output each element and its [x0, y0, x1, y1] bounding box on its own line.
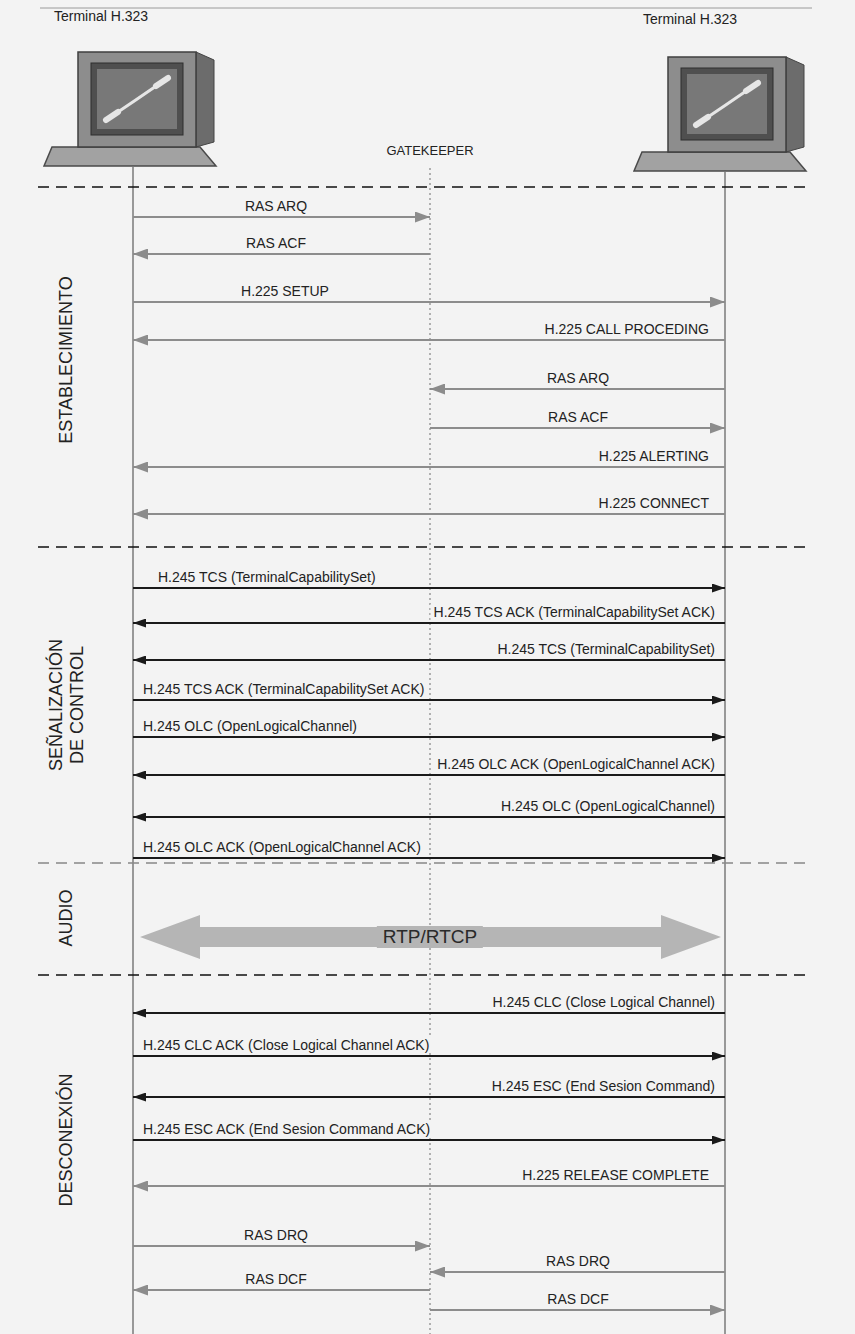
participant-label: Terminal H.323	[54, 8, 224, 25]
message-arrow	[133, 301, 725, 303]
phase-separator	[38, 862, 812, 864]
message-arrow	[133, 466, 725, 468]
message-arrow	[133, 1139, 725, 1141]
message-label: RAS DRQ	[543, 1253, 613, 1269]
message-label: RAS DRQ	[241, 1227, 311, 1243]
message-arrow	[133, 339, 725, 341]
message-label: H.245 OLC ACK (OpenLogicalChannel ACK)	[434, 756, 718, 772]
message-arrow	[430, 1271, 725, 1273]
message-arrow	[133, 736, 725, 738]
phase-label: DESCONEXIÓN	[56, 1040, 77, 1240]
phase-separator	[38, 974, 812, 976]
message-label: H.245 ESC (End Sesion Command)	[489, 1078, 718, 1094]
message-label: H.245 TCS ACK (TerminalCapabilitySet ACK…	[431, 604, 718, 620]
message-arrow	[133, 816, 725, 818]
message-label: RAS ARQ	[242, 198, 310, 214]
message-label: H.245 OLC ACK (OpenLogicalChannel ACK)	[140, 839, 424, 855]
message-label: H.245 TCS (TerminalCapabilitySet)	[494, 641, 718, 657]
message-arrow	[133, 857, 725, 859]
phase-label: AUDIO	[56, 878, 77, 958]
phase-label: ESTABLECIMIENTO	[56, 245, 77, 475]
message-arrow	[133, 659, 725, 661]
participant: Terminal H.323	[42, 8, 224, 25]
message-label: H.245 CLC (Close Logical Channel)	[489, 994, 718, 1010]
message-label: H.245 TCS (TerminalCapabilitySet)	[155, 569, 379, 585]
phase-separator	[38, 186, 812, 188]
message-arrow	[133, 1289, 430, 1291]
lifeline	[429, 168, 431, 1334]
message-arrow	[133, 1055, 725, 1057]
message-label: H.245 OLC (OpenLogicalChannel)	[498, 798, 718, 814]
message-arrow	[133, 1185, 725, 1187]
message-label: RTP/RTCP	[377, 926, 483, 948]
message-arrow	[430, 1309, 725, 1311]
message-label: H.245 ESC ACK (End Sesion Command ACK)	[140, 1121, 433, 1137]
message-arrow	[133, 1096, 725, 1098]
message-label: H.245 CLC ACK (Close Logical Channel ACK…	[140, 1037, 432, 1053]
message-label: H.225 CALL PROCEDING	[542, 321, 712, 337]
message-label: H.225 RELEASE COMPLETE	[519, 1167, 712, 1183]
connector-group	[133, 217, 725, 1310]
message-label: H.245 OLC (OpenLogicalChannel)	[140, 718, 360, 734]
media-stream-arrow	[140, 915, 721, 959]
message-label: H.225 ALERTING	[596, 448, 712, 464]
message-arrow	[133, 253, 430, 255]
participant: GATEKEEPER	[338, 142, 522, 159]
phase-separator	[38, 546, 812, 548]
message-arrow	[430, 427, 725, 429]
terminal-icon	[44, 52, 216, 166]
message-arrow	[133, 1012, 725, 1014]
terminal-icon	[634, 57, 806, 171]
participant: Terminal H.323	[633, 11, 817, 28]
message-label: H.225 CONNECT	[596, 495, 712, 511]
participant-label: Terminal H.323	[643, 11, 817, 28]
message-arrow	[133, 699, 725, 701]
message-label: H.225 SETUP	[238, 283, 332, 299]
participant-label: GATEKEEPER	[338, 142, 522, 159]
top-rule	[40, 8, 812, 9]
lifeline	[132, 167, 134, 1334]
message-arrow	[430, 388, 725, 390]
phase-label: SEÑALIZACIÓN DE CONTROL	[46, 630, 88, 780]
message-arrow	[133, 587, 725, 589]
message-label: RAS ACF	[545, 409, 611, 425]
lifeline	[724, 172, 726, 1334]
message-label: RAS DCF	[544, 1291, 611, 1307]
message-label: RAS ACF	[243, 235, 309, 251]
message-arrow	[133, 1245, 430, 1247]
message-label: RAS DCF	[242, 1271, 309, 1287]
message-arrow	[133, 513, 725, 515]
message-label: RAS ARQ	[544, 370, 612, 386]
message-arrow	[133, 622, 725, 624]
message-arrow	[133, 774, 725, 776]
message-label: H.245 TCS ACK (TerminalCapabilitySet ACK…	[140, 681, 427, 697]
message-arrow	[133, 216, 430, 218]
